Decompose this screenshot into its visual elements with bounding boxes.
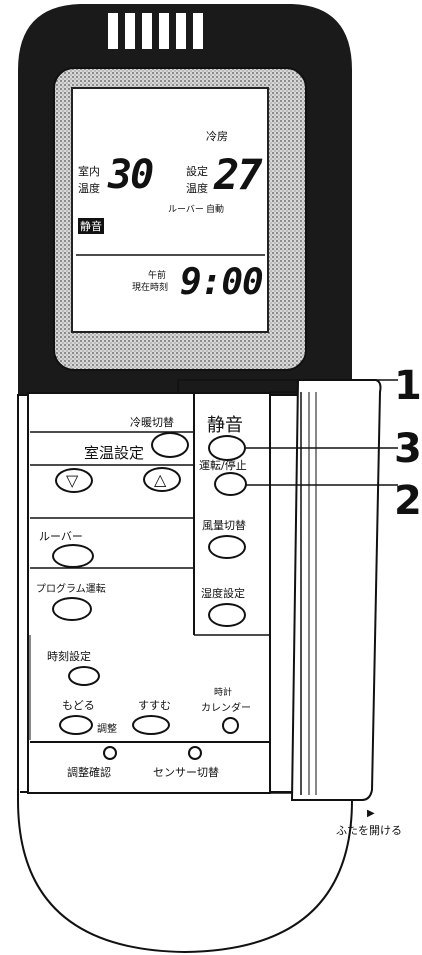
back-label: もどる (62, 699, 95, 712)
lcd-louver-label: ルーバー (168, 205, 204, 215)
up-triangle-icon: △ (154, 470, 167, 489)
open-lid-note: ふたを開ける (336, 824, 402, 837)
callout-number-3: 3 (394, 426, 422, 472)
lcd-time: 9:00 (180, 262, 264, 303)
clock-set-label: 時刻設定 (47, 650, 91, 663)
sensor-switch-button[interactable] (188, 746, 202, 760)
forward-button[interactable] (132, 715, 170, 735)
temp-down-button[interactable]: ▽ (55, 468, 93, 493)
adjust-label: 調整 (97, 724, 117, 735)
callout-number-2: 2 (394, 478, 422, 524)
temp-up-button[interactable]: △ (143, 467, 181, 492)
humidity-label: 湿度設定 (201, 587, 245, 600)
lcd-set-label-1: 設定 (186, 165, 208, 178)
lid-arrow-icon: ▶ (367, 808, 375, 819)
lcd-quiet-indicator: 静音 (78, 218, 104, 234)
quiet-button[interactable] (208, 435, 246, 461)
lcd-room-temperature: 30 (108, 152, 154, 198)
clock-calendar-label-1: 時計 (214, 688, 233, 698)
clock-set-button[interactable] (68, 666, 100, 686)
room-temp-setting-label: 室温設定 (84, 444, 145, 462)
clock-calendar-label-2: カレンダー (201, 703, 251, 714)
lcd-louver-value: 自動 (206, 205, 225, 215)
down-triangle-icon: ▽ (66, 471, 79, 490)
lcd-room-label-2: 温度 (78, 182, 100, 195)
program-label: プログラム運転 (36, 584, 106, 595)
quiet-label: 静音 (207, 415, 243, 436)
adjust-confirm-button[interactable] (103, 746, 117, 760)
adjust-confirm-label: 調整確認 (67, 766, 111, 779)
louver-button[interactable] (52, 544, 94, 568)
louver-label: ルーバー (39, 530, 83, 543)
lcd-ampm: 午前 (148, 271, 167, 281)
cool-heat-label: 冷暖切替 (130, 416, 174, 429)
fan-speed-button[interactable] (208, 535, 246, 559)
humidity-button[interactable] (208, 603, 246, 627)
forward-label: すすむ (138, 699, 171, 712)
fan-speed-label: 風量切替 (202, 519, 246, 532)
lcd-set-temperature: 27 (214, 150, 263, 199)
back-button[interactable] (59, 715, 93, 735)
run-stop-button[interactable] (214, 472, 247, 496)
sensor-switch-label: センサー切替 (153, 766, 219, 779)
run-stop-label: 運転/停止 (199, 459, 247, 472)
program-button[interactable] (52, 597, 92, 621)
cool-heat-button[interactable] (151, 432, 189, 458)
lcd-set-label-2: 温度 (186, 182, 208, 195)
lcd-clock-label: 現在時刻 (132, 283, 169, 293)
clock-calendar-button[interactable] (222, 717, 239, 734)
lcd-room-label-1: 室内 (78, 165, 100, 178)
lcd-mode-label: 冷房 (206, 130, 228, 143)
callout-number-1: 1 (394, 363, 422, 409)
